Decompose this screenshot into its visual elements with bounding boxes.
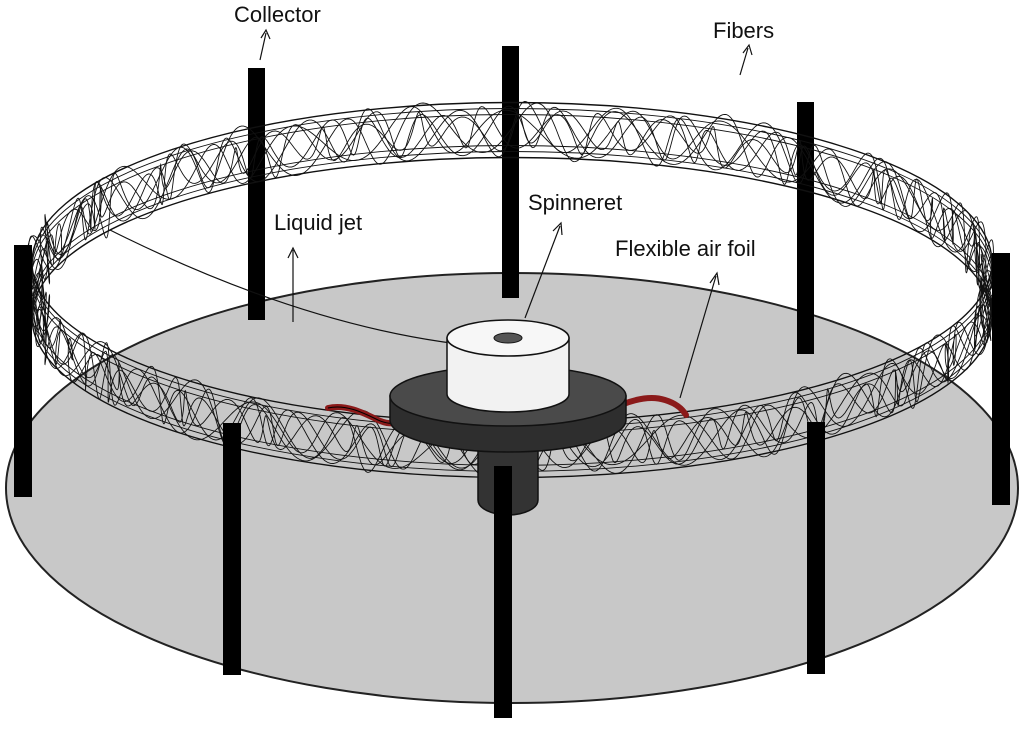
fiber-strand xyxy=(23,106,1003,474)
spinneret-cylinder-body xyxy=(446,337,570,413)
fibers-arrowhead xyxy=(742,43,753,56)
label-flexible-air-foil: Flexible air foil xyxy=(615,236,756,261)
collector-post-front-left xyxy=(223,423,241,675)
spinneret-assembly xyxy=(325,319,689,516)
air-foil-arrow xyxy=(679,275,717,399)
spinneret-orifice xyxy=(493,332,523,344)
collector-post-far-right xyxy=(992,253,1010,505)
collector-post-front-right xyxy=(807,422,825,674)
liquid-jet-arrowhead xyxy=(287,246,299,259)
air-foil-right xyxy=(607,395,689,418)
label-fibers: Fibers xyxy=(713,18,774,43)
collector-post-far-left xyxy=(14,245,32,497)
collector-post-back-right xyxy=(797,102,814,354)
collector-arrowhead xyxy=(260,28,271,40)
collector-post-back-left xyxy=(248,68,265,320)
label-collector: Collector xyxy=(234,2,321,27)
collector-post-front-center xyxy=(494,466,512,718)
collector-post-back-center xyxy=(502,46,519,298)
air-foil-arrowhead xyxy=(709,271,720,286)
annotation-arrows xyxy=(259,28,753,399)
fibers-arrow xyxy=(739,47,749,76)
spinneret-arrowhead xyxy=(552,221,563,236)
label-liquid-jet: Liquid jet xyxy=(274,210,362,235)
collector-arrow xyxy=(259,32,267,61)
label-spinneret: Spinneret xyxy=(528,190,622,215)
spinneret-arrow xyxy=(524,225,561,319)
